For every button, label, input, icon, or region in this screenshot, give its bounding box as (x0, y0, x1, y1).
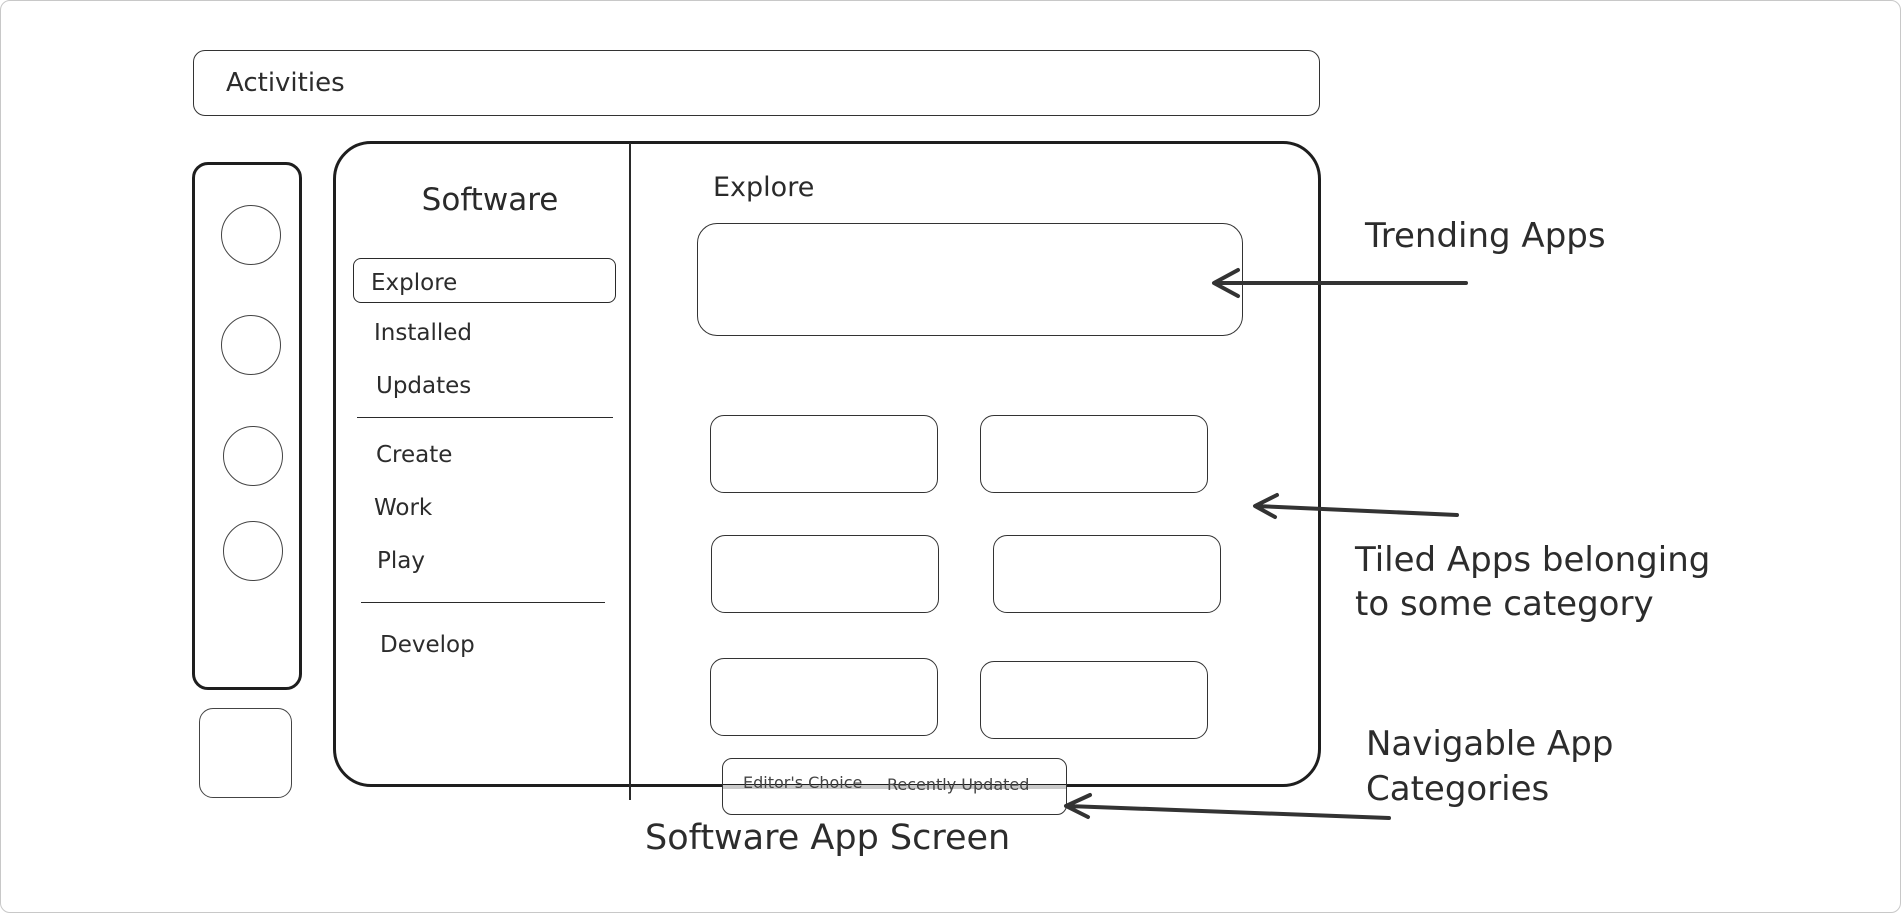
content-title: Explore (713, 172, 815, 203)
sidebar-title: Software (421, 182, 559, 218)
sidebar-item-play[interactable]: Play (377, 548, 425, 574)
sidebar-item-updates[interactable]: Updates (376, 373, 472, 399)
sidebar-item-develop[interactable]: Develop (380, 632, 475, 658)
annotation-tiled-apps-line2: to some category (1355, 584, 1654, 624)
sidebar-item-work[interactable]: Work (374, 495, 433, 521)
sidebar-item-create[interactable]: Create (376, 442, 453, 468)
dock (192, 162, 302, 690)
app-tile[interactable] (993, 535, 1221, 613)
sidebar-divider (629, 143, 631, 800)
activities-bar[interactable]: Activities (193, 50, 1320, 116)
category-switcher-track (723, 785, 1066, 789)
dock-app-icon[interactable] (223, 521, 283, 581)
sidebar-item-installed[interactable]: Installed (374, 320, 472, 346)
sidebar-item-explore[interactable] (353, 258, 616, 303)
app-tile[interactable] (980, 661, 1208, 739)
show-apps-button[interactable] (199, 708, 292, 798)
diagram-caption: Software App Screen (645, 818, 1011, 858)
annotation-trending-apps: Trending Apps (1365, 216, 1606, 256)
annotation-navigable-line2: Categories (1366, 769, 1550, 809)
annotation-navigable-line1: Navigable App (1366, 724, 1614, 764)
trending-apps-banner[interactable] (697, 223, 1243, 336)
dock-app-icon[interactable] (221, 315, 281, 375)
activities-label: Activities (226, 68, 345, 98)
category-editors-choice[interactable]: Editor's Choice (743, 773, 863, 792)
sidebar-separator (361, 602, 605, 603)
app-tile[interactable] (710, 658, 938, 736)
sidebar-item-label: Explore (371, 270, 458, 296)
dock-app-icon[interactable] (221, 205, 281, 265)
category-recently-updated[interactable]: Recently Updated (887, 775, 1030, 794)
app-tile[interactable] (980, 415, 1208, 493)
sidebar-separator (357, 417, 613, 418)
annotation-tiled-apps-line1: Tiled Apps belonging (1355, 540, 1711, 580)
category-switcher: Editor's Choice Recently Updated (722, 758, 1067, 815)
dock-app-icon[interactable] (223, 426, 283, 486)
app-tile[interactable] (710, 415, 938, 493)
app-tile[interactable] (711, 535, 939, 613)
